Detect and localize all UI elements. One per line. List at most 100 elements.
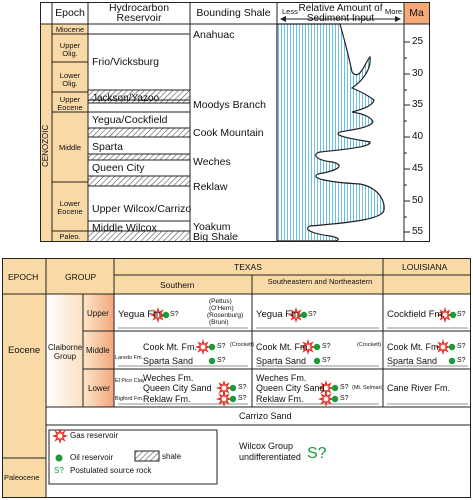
stratigraphy-table: EPOCH GROUP TEXAS LOUISIANA Southern Sou…	[2, 258, 471, 498]
upper-southern-note: (O'Hern)	[209, 305, 234, 312]
oil-reservoir-icon	[448, 357, 456, 365]
header-southeastern: Southeastern and Northeastern	[267, 277, 373, 286]
symbol-s: S?	[322, 343, 331, 350]
wilcox-source-symbol: S?	[307, 445, 327, 462]
wilcox-undifferentiated: undifferentiated	[239, 452, 301, 462]
gas-reservoir-icon	[51, 427, 69, 445]
header-ma: Ma	[409, 7, 424, 19]
gas-reservoir-icon	[317, 390, 335, 408]
reservoir-queen-city: Queen City	[92, 162, 145, 174]
symbol-s: S?	[457, 311, 466, 318]
shale-anahuac: Anahuac	[193, 29, 235, 41]
ma-tick: 30	[412, 68, 424, 79]
legend-shale-label: shale	[162, 452, 182, 461]
header-texas: TEXAS	[234, 262, 262, 272]
symbol-s: S?	[217, 343, 226, 350]
middle-southeastern-formation: Cook Mt. Fm.	[256, 342, 311, 352]
middle-side-label: Laredo Fm.	[115, 355, 144, 361]
symbol-s: S?	[322, 357, 331, 364]
symbol-s: S?	[457, 343, 466, 350]
lower-southeastern-formation: Weches Fm.	[256, 373, 307, 383]
symbol-s: S?	[170, 311, 179, 318]
upper-southeastern-formation: Yegua Fm.	[256, 309, 302, 320]
header-southern: Southern	[160, 280, 195, 290]
epoch-miocene: Miocene	[55, 25, 85, 34]
epoch-eocene: Eocene	[8, 345, 41, 356]
figure-lines	[40, 2, 430, 242]
oil-reservoir-icon	[55, 454, 63, 462]
lower-southeastern-note: (Mt. Selman)	[352, 385, 384, 391]
upper-southern-note: (Pettus)	[209, 298, 232, 305]
label-less: Less	[282, 7, 298, 16]
gas-reservoir-icon	[436, 306, 454, 324]
legend-source-symbol: S?	[54, 466, 64, 475]
gas-reservoir-icon	[299, 338, 317, 356]
lower-southern-formation: Weches Fm.	[143, 373, 194, 383]
symbol-s: S?	[238, 395, 247, 402]
shale-cook: Cook Mountain	[193, 127, 264, 139]
reservoir-sparta: Sparta	[92, 141, 123, 153]
upper-louisiana-formation: Cockfield Fm.	[387, 309, 446, 320]
middle-southern-formation: Sparta Sand	[143, 356, 194, 366]
gas-reservoir-icon	[215, 379, 233, 397]
epoch-paleocene: Paleocene	[4, 473, 40, 482]
subgroup-lower: Lower	[88, 384, 110, 393]
era-label: CENOZOIC	[41, 124, 50, 167]
gas-reservoir-icon	[194, 338, 212, 356]
epoch-upper-olig: Upper Olig.	[59, 41, 81, 58]
symbol-s: S?	[217, 357, 226, 364]
symbol-s: S?	[238, 384, 247, 391]
shale-moodys: Moodys Branch	[193, 99, 266, 111]
upper-southern-formation: Yegua Fm.	[118, 309, 164, 320]
reservoir-middle-wilcox: Middle Wilcox	[92, 222, 157, 234]
shale-yoakum: Yoakum	[193, 221, 231, 233]
header-louisiana: LOUISIANA	[402, 262, 448, 272]
subgroup-middle: Middle	[86, 346, 110, 355]
reservoir-jackson: Jackson/Yazoo	[92, 93, 160, 104]
legend-source-label: Postulated source rock	[70, 466, 152, 475]
reservoir-yegua: Yegua/Cockfield	[92, 114, 168, 126]
ma-tick: 55	[412, 226, 424, 237]
lower-southeastern-formation: Reklaw Fm.	[256, 394, 304, 404]
upper-southern-note: (Bruni)	[209, 319, 229, 326]
epoch-lower-olig: Lower Olig.	[59, 71, 81, 88]
stratigraphy-figure: Epoch Hydrocarbon Reservoir Bounding Sha…	[40, 2, 430, 243]
header-epoch: EPOCH	[8, 272, 39, 282]
middle-southeastern-formation: Sparta Sand	[256, 356, 307, 366]
lower-louisiana-formation: Cane River Fm.	[387, 383, 451, 393]
carrizo-sand: Carrizo Sand	[239, 411, 292, 421]
middle-southern-note: (Crockett)	[230, 342, 255, 348]
symbol-s: S?	[340, 384, 349, 391]
oil-reservoir-icon	[229, 384, 237, 392]
epoch-lower-eocene: Lower Eocene	[57, 199, 83, 216]
ma-tick: 40	[412, 131, 424, 142]
lower-southern-formation: Queen City Sand	[143, 383, 212, 393]
middle-southern-formation: Cook Mt. Fm.	[143, 342, 198, 352]
middle-louisiana-formation: Cook Mt. Fm.	[387, 342, 442, 352]
header-shale: Bounding Shale	[196, 7, 271, 19]
header-reservoir: Hydrocarbon Reservoir	[108, 2, 170, 24]
oil-reservoir-icon	[313, 357, 321, 365]
middle-southeastern-note: (Crockett)	[357, 342, 382, 348]
oil-reservoir-icon	[448, 343, 456, 351]
middle-louisiana-formation: Sparta Sand	[387, 356, 438, 366]
ma-tick: 45	[412, 163, 424, 174]
gas-reservoir-icon	[51, 306, 454, 445]
wilcox-group: Wilcox Group	[239, 441, 294, 451]
subgroup-upper: Upper	[87, 309, 109, 318]
shale-weches: Weches	[193, 156, 231, 168]
header-group: GROUP	[65, 272, 97, 282]
oil-reservoir-icon	[55, 311, 457, 462]
label-more: More	[385, 7, 403, 16]
oil-reservoir-icon	[313, 343, 321, 351]
oil-reservoir-icon	[229, 395, 237, 403]
legend-oil-label: Oil reservoir	[70, 453, 114, 462]
gas-reservoir-icon	[149, 306, 167, 324]
ma-tick: 50	[412, 195, 424, 206]
lower-side-label: El Pico Clay	[115, 378, 145, 384]
symbol-s: S?	[340, 395, 349, 402]
header-epoch: Epoch	[55, 7, 85, 19]
oil-reservoir-icon	[162, 311, 170, 319]
oil-reservoir-icon	[300, 311, 308, 319]
sediment-curve	[276, 23, 385, 242]
